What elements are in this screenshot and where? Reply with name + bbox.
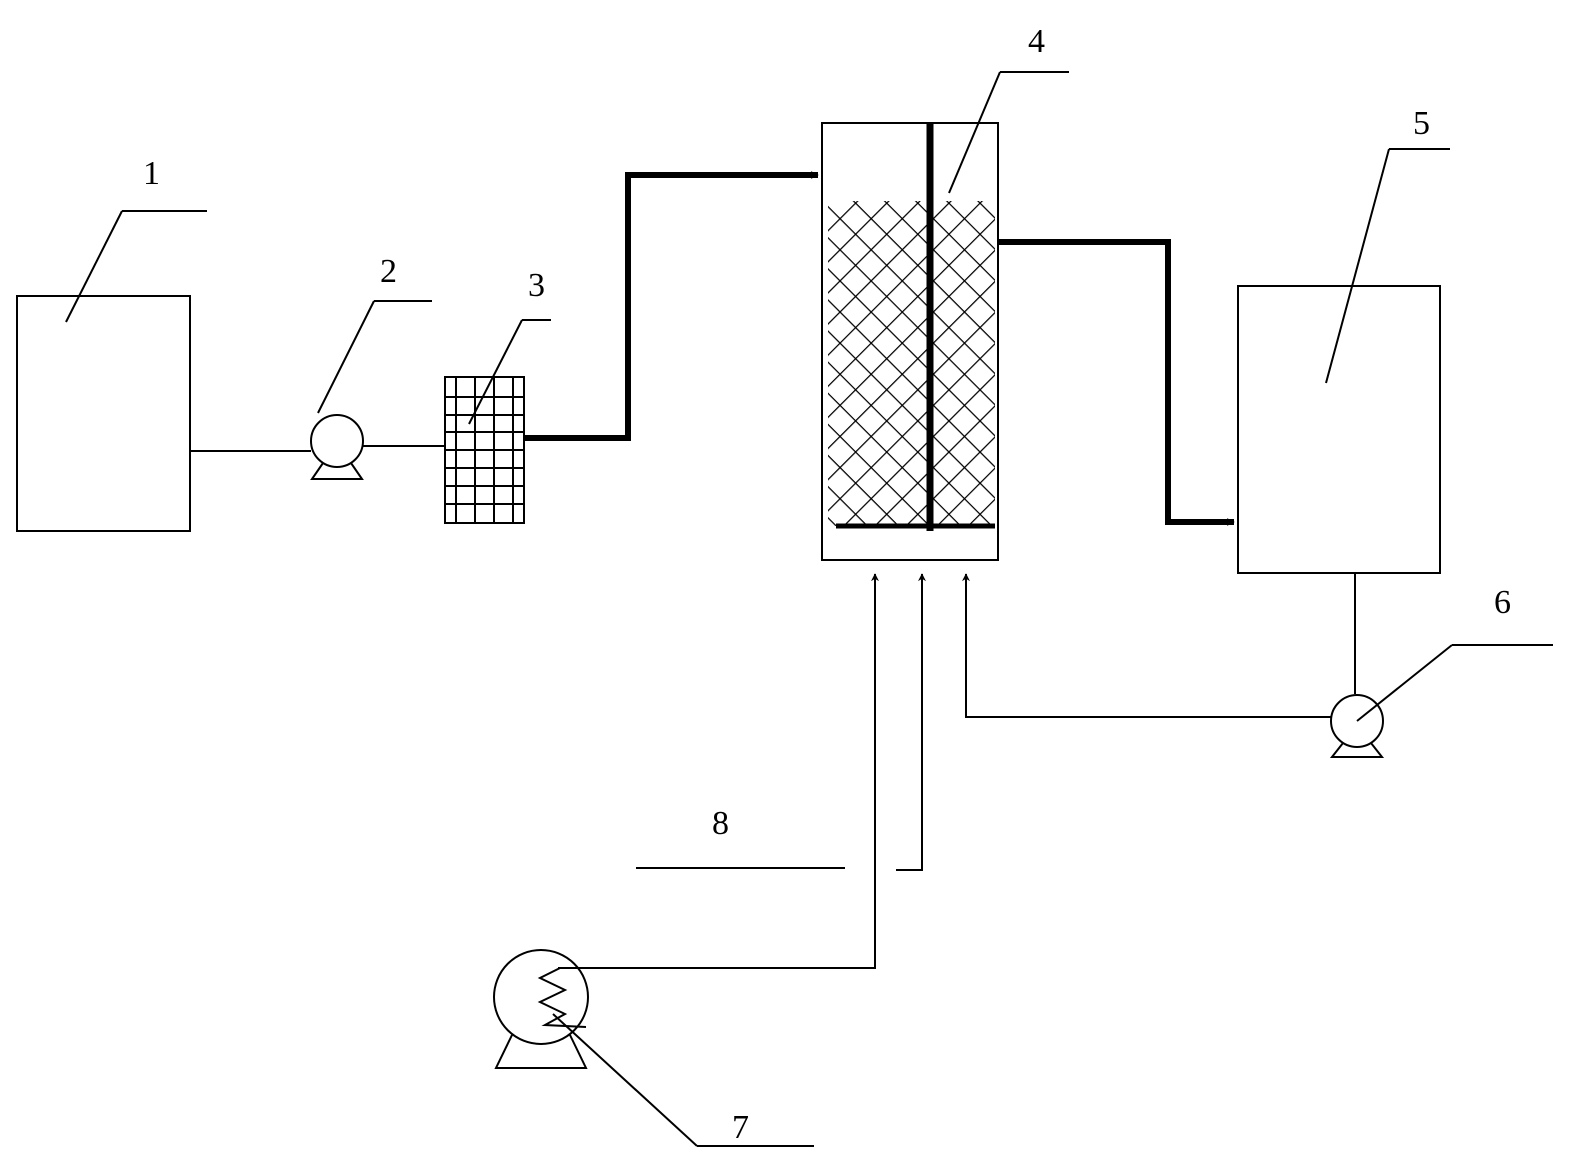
leader-line-5: [1325, 148, 1390, 384]
leader-line-4: [948, 71, 1001, 194]
media-bed: [828, 201, 995, 526]
pump-2: [310, 414, 364, 480]
reactor-4: [821, 122, 999, 561]
leader-line-2: [317, 300, 375, 414]
label-1: 1: [143, 155, 160, 192]
tank-5: [1237, 285, 1441, 574]
pump-6: [1329, 694, 1385, 758]
pipe-pump6-reactor4: [962, 573, 1331, 718]
tank-1: [16, 295, 191, 532]
leader-line-7: [552, 1013, 698, 1147]
label-7: 7: [732, 1109, 749, 1146]
filter-3: [444, 376, 525, 524]
blower-7: [493, 949, 589, 1069]
leader-line-1: [65, 210, 123, 323]
label-2: 2: [380, 253, 397, 290]
pipe-inlet-8: [896, 573, 926, 871]
pipe-filter3-reactor4: [524, 171, 819, 441]
pipe-reactor4-tank5: [998, 239, 1235, 526]
label-6: 6: [1494, 584, 1511, 621]
label-3: 3: [528, 267, 545, 304]
pipe-blower7-reactor4: [558, 573, 879, 969]
leader-line-6: [1356, 644, 1453, 722]
leader-line-3: [468, 319, 523, 425]
label-8: 8: [712, 805, 729, 842]
label-4: 4: [1028, 23, 1045, 60]
label-5: 5: [1413, 105, 1430, 142]
